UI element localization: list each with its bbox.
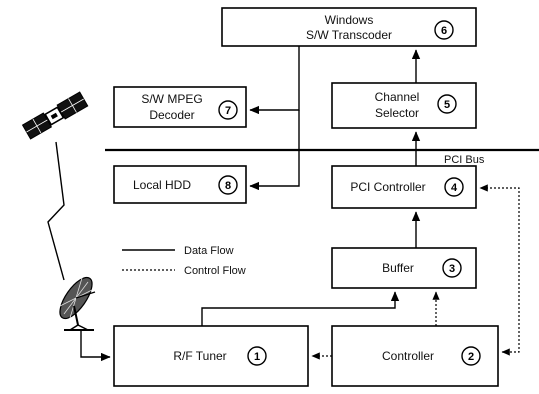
legend-control-flow-label: Control Flow xyxy=(184,265,246,277)
dish-to-tuner-arrow xyxy=(81,330,110,357)
signal-link-icon xyxy=(48,142,64,280)
local-hdd-label: Local HDD xyxy=(133,178,191,192)
buffer-number: 3 xyxy=(449,263,455,275)
rf-tuner-number: 1 xyxy=(254,351,260,363)
satellite-dish-icon xyxy=(54,273,98,330)
tuner-to-buffer-arrow xyxy=(202,292,395,326)
transcoder-to-decoder-arrow xyxy=(250,46,299,110)
rf-tuner-block: R/F Tuner 1 xyxy=(114,326,308,386)
channel-selector-block: Channel Selector 5 xyxy=(332,83,476,128)
transcoder-block: Windows S/W Transcoder 6 xyxy=(222,8,476,46)
legend: Data Flow Control Flow xyxy=(122,245,246,277)
mpeg-decoder-label-line1: S/W MPEG xyxy=(141,92,202,106)
channel-selector-label-line2: Selector xyxy=(375,106,419,120)
channel-selector-label-line1: Channel xyxy=(375,90,420,104)
transcoder-number: 6 xyxy=(441,25,447,37)
buffer-label: Buffer xyxy=(382,261,414,275)
channel-selector-number: 5 xyxy=(444,99,450,111)
transcoder-label-line1: Windows xyxy=(325,13,374,27)
pci-bus-label: PCI Bus xyxy=(444,154,485,166)
mpeg-decoder-block: S/W MPEG Decoder 7 xyxy=(114,87,246,127)
mpeg-decoder-label-line2: Decoder xyxy=(149,108,194,122)
pci-controller-label: PCI Controller xyxy=(350,180,425,194)
legend-data-flow-label: Data Flow xyxy=(184,245,234,257)
mpeg-decoder-number: 7 xyxy=(225,105,231,117)
transcoder-label-line2: S/W Transcoder xyxy=(306,28,392,42)
controller-block: Controller 2 xyxy=(332,326,498,386)
pci-controller-block: PCI Controller 4 xyxy=(332,166,476,208)
local-hdd-block: Local HDD 8 xyxy=(114,166,246,203)
satellite-icon xyxy=(23,92,88,139)
pci-controller-number: 4 xyxy=(451,182,458,194)
rf-tuner-label: R/F Tuner xyxy=(173,349,226,363)
local-hdd-number: 8 xyxy=(225,180,231,192)
controller-label: Controller xyxy=(382,349,434,363)
buffer-block: Buffer 3 xyxy=(332,248,476,288)
transcoder-to-hdd-arrow xyxy=(250,110,299,186)
controller-number: 2 xyxy=(468,351,474,363)
